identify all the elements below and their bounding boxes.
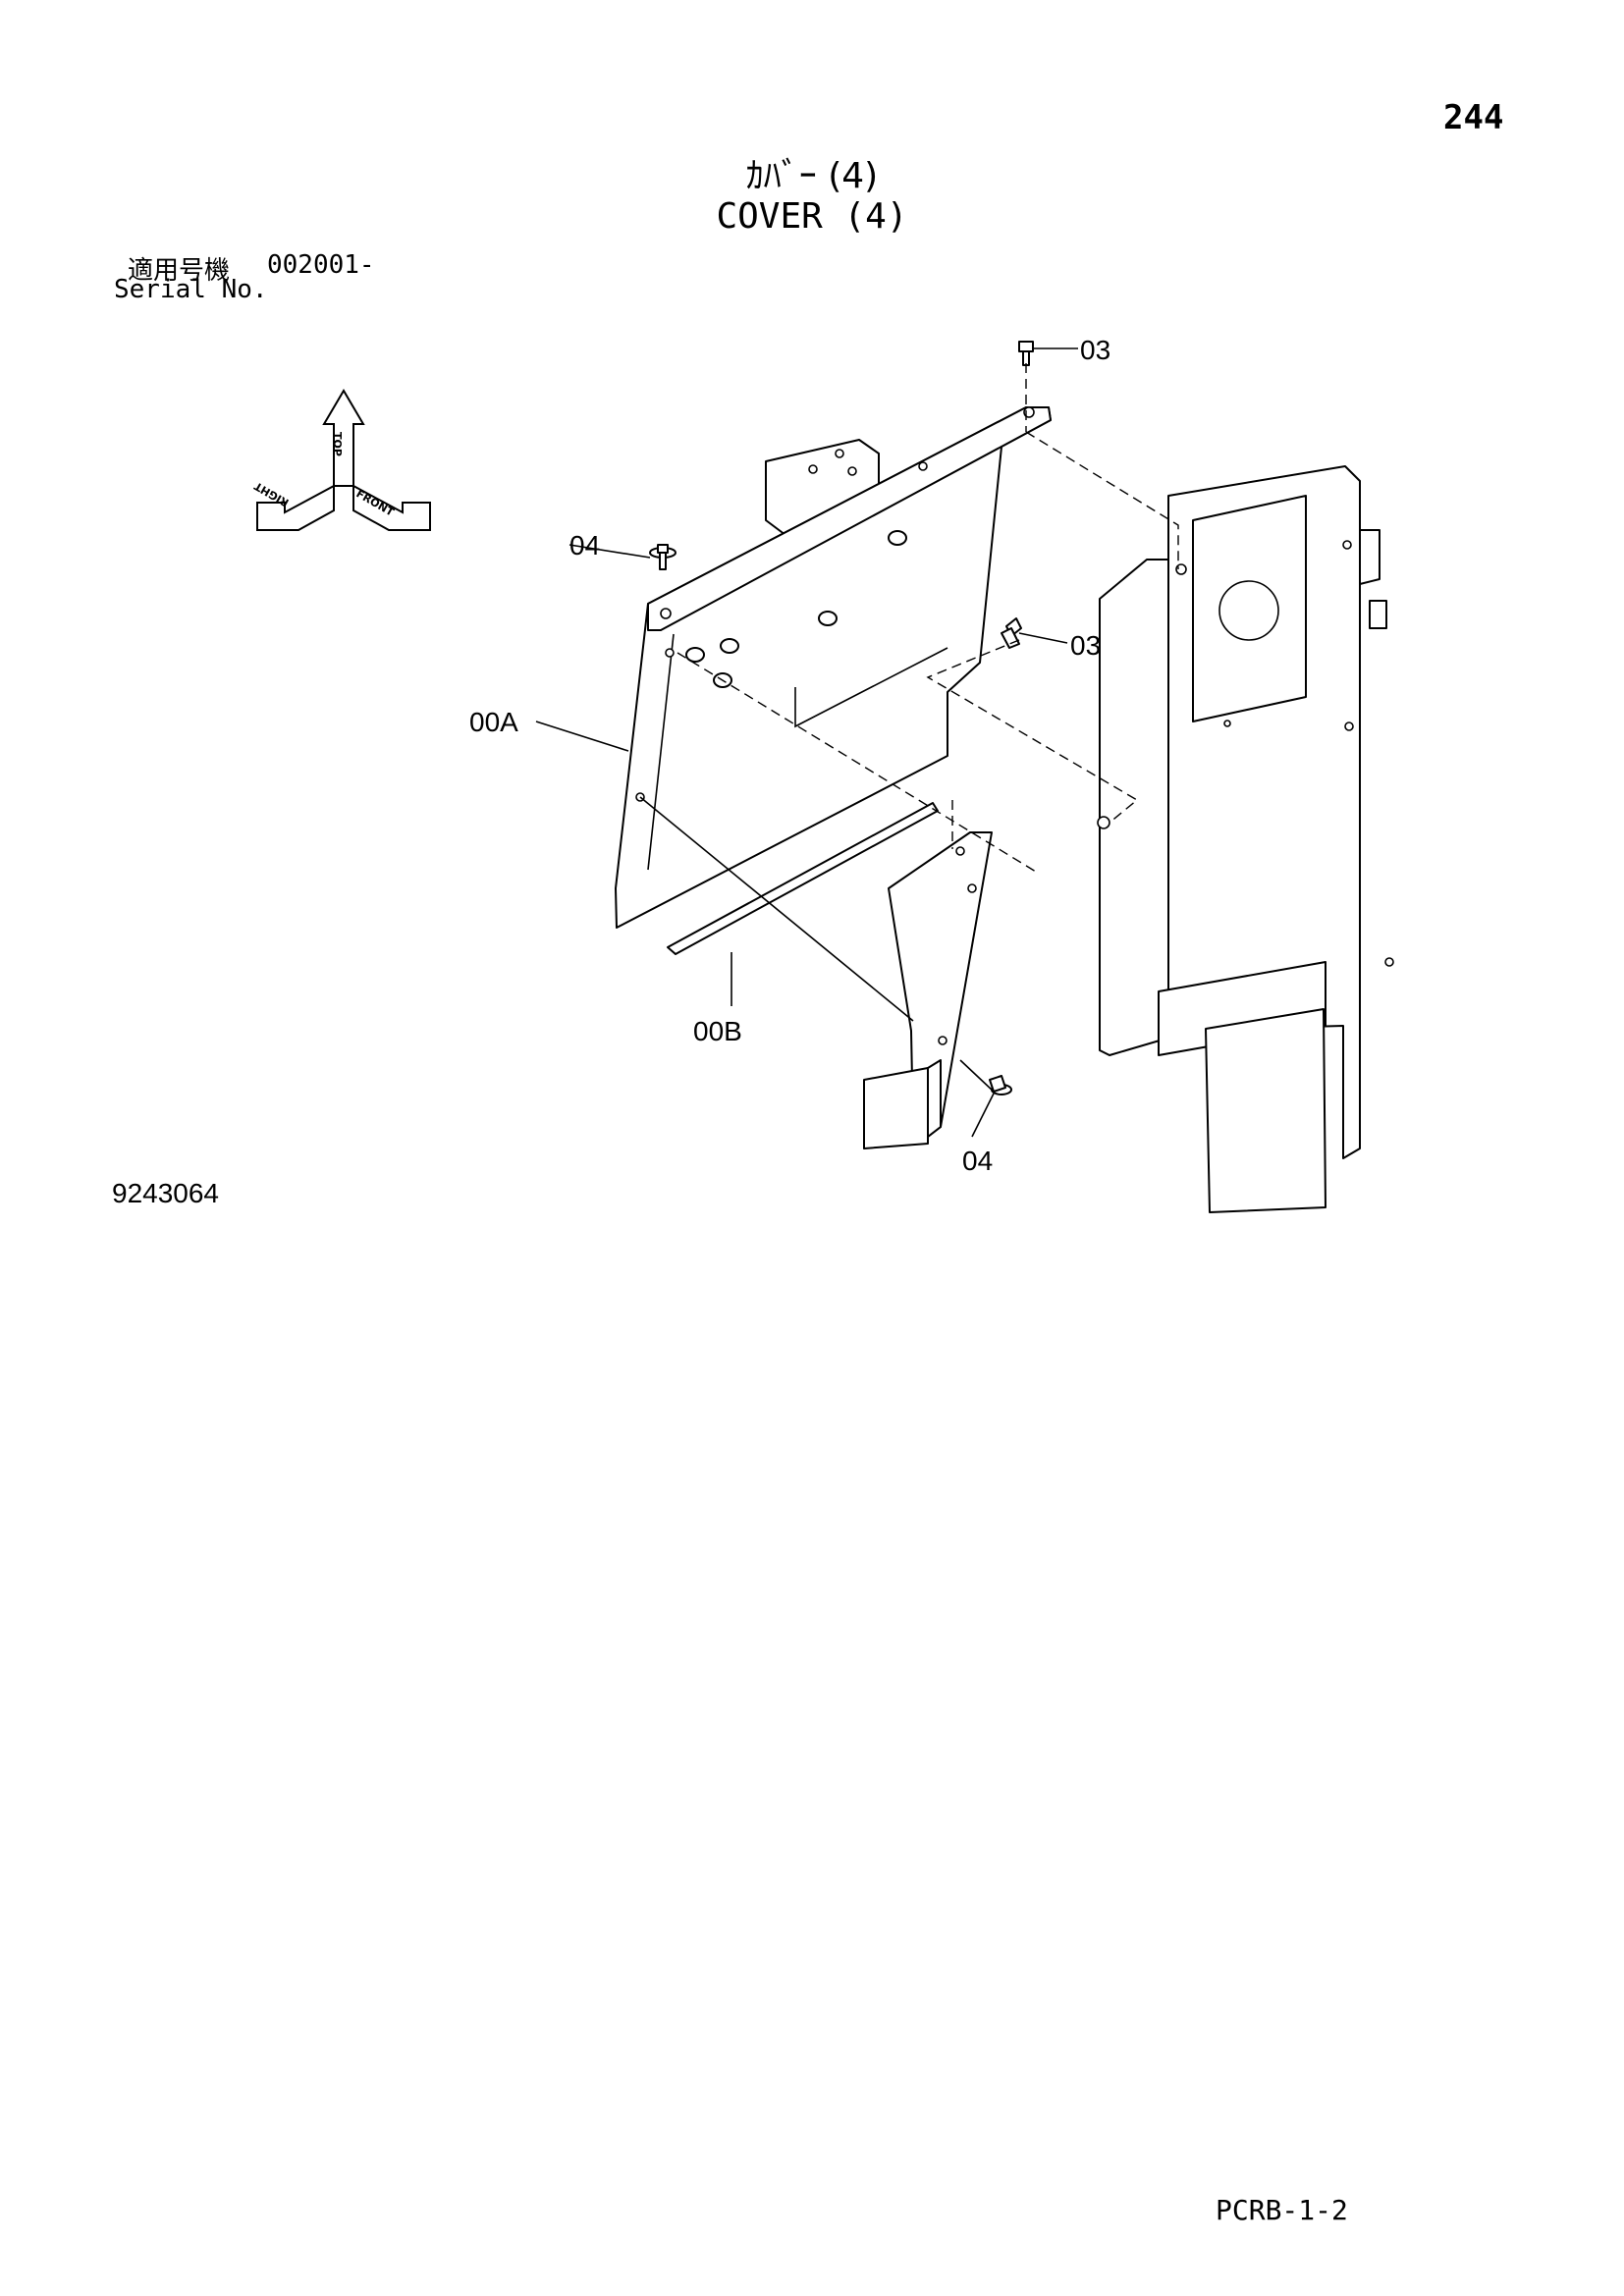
orientation-compass: TOP RIGHT FRONT [251, 389, 431, 531]
page-title-english: COVER (4) [716, 196, 908, 237]
footer-code: PCRB-1-2 [1216, 2194, 1348, 2226]
page-number: 244 [1443, 98, 1504, 137]
serial-range: 002001- [267, 250, 375, 280]
serial-label-japanese: 適用号機 [128, 256, 231, 286]
leader-lines [535, 347, 1078, 1138]
frame-bracket [1097, 465, 1394, 1213]
callout-strip-00b: 00B [693, 1016, 742, 1046]
callout-bolt-03-top: 03 [1080, 335, 1110, 365]
page-title-japanese: ｶﾊﾞｰ (4) [745, 156, 879, 196]
callout-bolt-03-mid: 03 [1070, 630, 1101, 661]
cover-panel-00a [615, 406, 1052, 929]
bolt-04-bottom [989, 1075, 1012, 1095]
callout-bolt-04-left: 04 [569, 530, 600, 561]
bolt-03-mid [1001, 617, 1022, 649]
bolt-03-top [1018, 341, 1034, 366]
callout-cover-00a: 00A [469, 707, 518, 737]
drawing-number: 9243064 [112, 1178, 220, 1208]
serial-label-english: Serial No. [114, 275, 268, 304]
assembly-dashed-lines [677, 363, 1179, 873]
compass-front-arrow [352, 484, 431, 531]
compass-top-label: TOP [331, 432, 344, 456]
lower-bracket [863, 831, 993, 1149]
compass-right-arrow [256, 484, 335, 531]
seal-strip-00b [667, 802, 939, 955]
callout-bolt-04-bottom: 04 [962, 1146, 993, 1176]
bolt-04-left [649, 544, 677, 570]
compass-top-arrow [322, 389, 365, 487]
